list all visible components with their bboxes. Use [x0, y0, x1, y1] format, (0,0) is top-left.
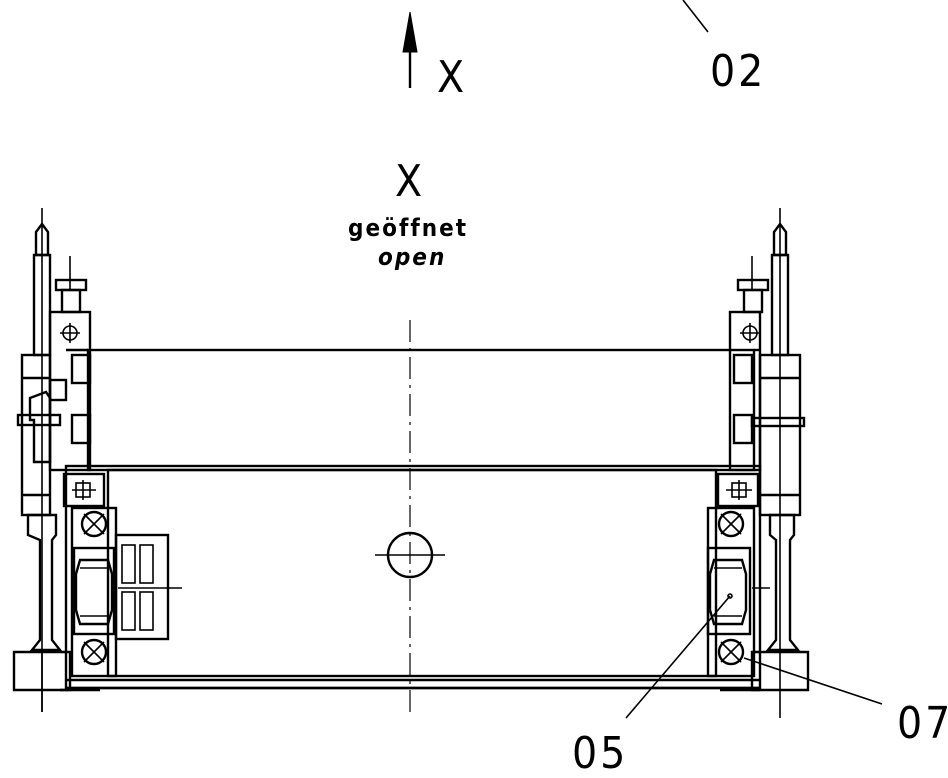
axis-direction-arrow [402, 11, 418, 88]
leader-line-02 [682, 0, 709, 33]
view-letter: X [395, 156, 422, 207]
callout-02: 02 [710, 46, 766, 97]
callout-05: 05 [572, 728, 628, 778]
right-side-assembly [706, 208, 810, 718]
callout-07: 07 [897, 698, 948, 749]
leader-line-05 [625, 595, 731, 719]
center-bore [375, 531, 445, 579]
state-label-german: geöffnet [348, 214, 468, 242]
upper-plate [66, 348, 760, 472]
axis-label: X [437, 52, 464, 103]
leader-line-07 [743, 657, 883, 705]
lower-frame [64, 464, 762, 690]
state-label-english: open [378, 243, 446, 271]
left-side-assembly [12, 208, 182, 712]
